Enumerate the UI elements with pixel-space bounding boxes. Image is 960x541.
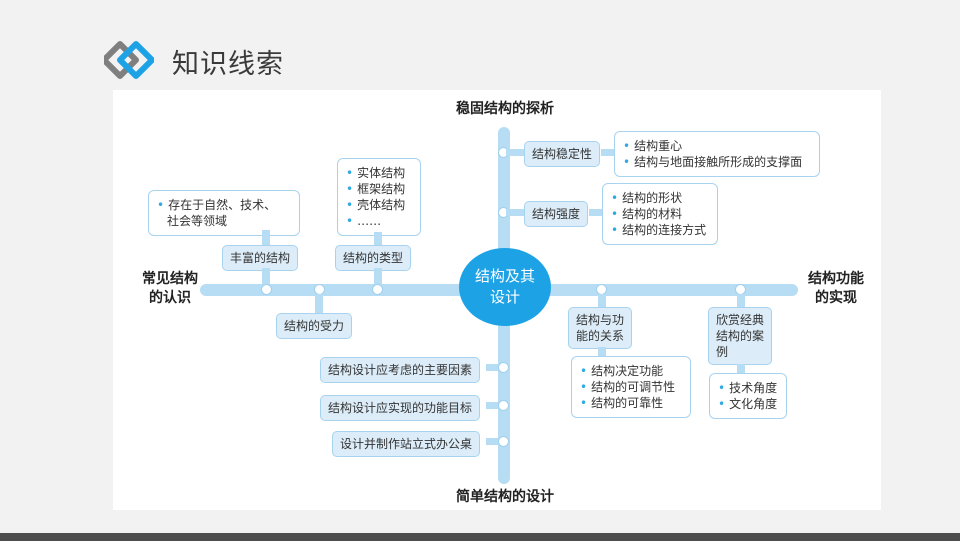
strength-note-stub <box>589 209 603 216</box>
relation-item: •结构的可靠性 <box>580 396 664 410</box>
center-line1: 结构及其 <box>474 267 535 285</box>
rich-structure-tag: 丰富的结构 <box>222 245 299 271</box>
rich-stub <box>262 230 270 246</box>
structure-force-tag: 结构的受力 <box>276 313 353 339</box>
types-stub <box>374 232 382 246</box>
relation-item: •结构的可调节性 <box>580 380 676 394</box>
strength-stub <box>506 209 526 216</box>
diamond-logo-icon <box>104 41 154 79</box>
strength-note: •结构的形状 •结构的材料 •结构的连接方式 <box>602 183 718 245</box>
cases-stub-2 <box>737 364 745 374</box>
design-goals-tag: 结构设计应实现的功能目标 <box>320 395 481 421</box>
rich-note-line1: •存在于自然、技术、 <box>157 198 277 212</box>
stability-tag: 结构稳定性 <box>524 141 601 167</box>
center-node: 结构及其 设计 <box>459 248 551 326</box>
desk-stub <box>486 438 500 445</box>
cases-line1: 欣赏经典 <box>716 313 765 327</box>
goals-stub <box>486 402 500 409</box>
rich-note-line2: 社会等领域 <box>167 214 228 228</box>
relation-tag: 结构与功 能的关系 <box>568 307 633 349</box>
axis-label-left: 常见结构 的认识 <box>130 270 210 308</box>
stability-item: •结构与地面接触所形成的支撑面 <box>623 155 803 169</box>
page-title: 知识线索 <box>172 49 284 80</box>
types-stub-2 <box>374 268 382 286</box>
strength-tag: 结构强度 <box>524 201 589 227</box>
node-dot <box>261 284 272 295</box>
cases-item: •文化角度 <box>718 397 778 411</box>
node-dot <box>498 436 509 447</box>
axis-label-left-line2: 的认识 <box>149 290 191 306</box>
types-item: •实体结构 <box>346 166 406 180</box>
cases-stub <box>737 294 745 308</box>
types-item: •框架结构 <box>346 182 406 196</box>
structure-types-tag: 结构的类型 <box>335 245 412 271</box>
bottom-rule <box>0 533 960 541</box>
relation-item: •结构决定功能 <box>580 364 664 378</box>
strength-item: •结构的形状 <box>611 191 683 205</box>
force-stub <box>315 294 323 314</box>
cases-line2: 结构的案 <box>716 329 765 343</box>
factors-stub <box>486 364 500 371</box>
types-item: •壳体结构 <box>346 198 406 212</box>
stability-stub <box>506 149 526 156</box>
relation-note: •结构决定功能 •结构的可调节性 •结构的可靠性 <box>571 356 691 418</box>
relation-line1: 结构与功 <box>576 313 625 327</box>
axis-label-right: 结构功能 的实现 <box>796 270 876 308</box>
strength-item: •结构的连接方式 <box>611 223 707 237</box>
design-factors-tag: 结构设计应考虑的主要因素 <box>320 357 481 383</box>
axis-label-right-line1: 结构功能 <box>808 271 864 287</box>
axis-label-bottom: 简单结构的设计 <box>456 489 554 505</box>
cases-item: •技术角度 <box>718 381 778 395</box>
node-dot <box>372 284 383 295</box>
axis-label-left-line1: 常见结构 <box>142 271 198 287</box>
structure-types-note: •实体结构 •框架结构 •壳体结构 •…… <box>337 158 421 236</box>
node-dot <box>498 362 509 373</box>
axis-label-right-line2: 的实现 <box>815 290 857 306</box>
relation-stub <box>598 294 606 308</box>
rich-structure-note: •存在于自然、技术、 社会等领域 <box>148 190 300 236</box>
strength-item: •结构的材料 <box>611 207 683 221</box>
relation-stub-2 <box>598 347 606 357</box>
node-dot <box>498 400 509 411</box>
stability-note-stub <box>601 149 615 156</box>
stability-item: •结构重心 <box>623 139 683 153</box>
cases-tag: 欣赏经典 结构的案 例 <box>708 307 773 365</box>
cases-line3: 例 <box>716 345 729 359</box>
relation-line2: 能的关系 <box>576 329 625 343</box>
axis-label-top: 稳固结构的探析 <box>456 101 554 117</box>
rich-stub-2 <box>262 268 270 286</box>
stability-note: •结构重心 •结构与地面接触所形成的支撑面 <box>614 131 820 177</box>
cases-note: •技术角度 •文化角度 <box>709 373 787 419</box>
standing-desk-tag: 设计并制作站立式办公桌 <box>332 431 481 457</box>
types-item: •…… <box>346 214 382 228</box>
center-line2: 设计 <box>489 288 520 306</box>
